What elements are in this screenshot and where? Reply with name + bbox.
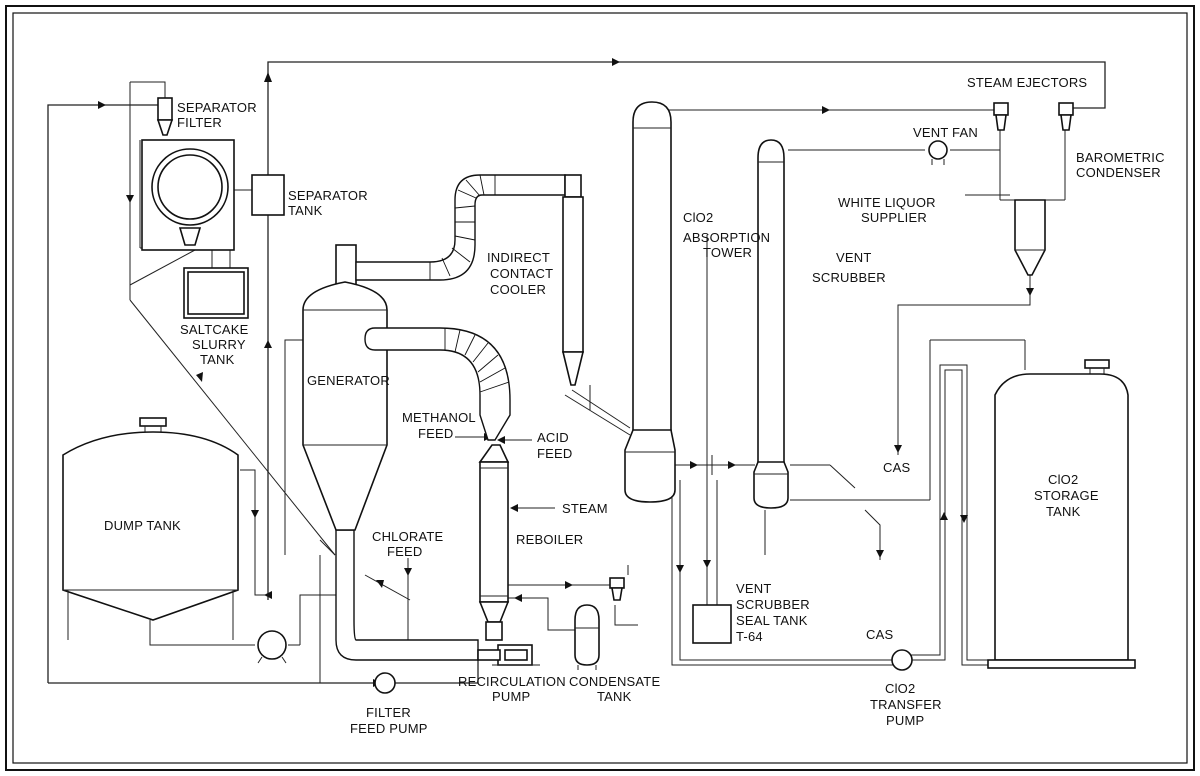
separator-filter-label-1: SEPARATOR bbox=[177, 100, 257, 115]
condensate-ejector bbox=[609, 577, 625, 601]
separator-tank-label-2: TANK bbox=[288, 203, 323, 218]
methanol-feed-label-1: METHANOL bbox=[402, 410, 476, 425]
clo2-absorption-tower bbox=[624, 101, 676, 503]
clo2-storage-tank-label-3: TANK bbox=[1046, 504, 1081, 519]
chlorate-feed-label-1: CHLORATE bbox=[372, 529, 444, 544]
barometric-condenser-label-2: CONDENSER bbox=[1076, 165, 1161, 180]
barometric-condenser-label-1: BAROMETRIC bbox=[1076, 150, 1165, 165]
steam-ejectors-label: STEAM EJECTORS bbox=[967, 75, 1087, 90]
vent-fan bbox=[928, 140, 948, 165]
seal-tank-label-4: T-64 bbox=[736, 629, 763, 644]
seal-tank-label-1: VENT bbox=[736, 581, 771, 596]
dump-tank-pump bbox=[257, 630, 287, 664]
filter-feed-pump-label-2: FEED PUMP bbox=[350, 721, 428, 736]
diagram-labels: STEAM EJECTORS SEPARATOR FILTER SEPARATO… bbox=[104, 75, 1165, 736]
clo2-transfer-pump bbox=[891, 649, 913, 671]
acid-feed-label-1: ACID bbox=[537, 430, 569, 445]
separator-tank bbox=[251, 174, 285, 216]
vent-fan-label: VENT FAN bbox=[913, 125, 978, 140]
clo2-storage-tank bbox=[987, 359, 1136, 669]
separator-filter bbox=[141, 97, 235, 251]
vent-scrubber-label-2: SCRUBBER bbox=[812, 270, 886, 285]
reboiler bbox=[478, 444, 510, 641]
vent-scrubber-seal-tank bbox=[692, 604, 732, 644]
chlorate-feed-label-2: FEED bbox=[387, 544, 422, 559]
cas-label-lower: CAS bbox=[866, 627, 893, 642]
acid-feed-label-2: FEED bbox=[537, 446, 572, 461]
seal-tank-label-3: SEAL TANK bbox=[736, 613, 808, 628]
steam-label: STEAM bbox=[562, 501, 608, 516]
border-frame bbox=[5, 5, 1195, 771]
clo2-absorption-tower-label-1: ClO2 bbox=[683, 210, 713, 225]
indirect-contact-cooler-label-3: COOLER bbox=[490, 282, 546, 297]
filter-feed-pump-label-1: FILTER bbox=[366, 705, 411, 720]
separator-tank-label-1: SEPARATOR bbox=[288, 188, 368, 203]
recirculation-pump bbox=[477, 644, 540, 666]
clo2-storage-tank-label-1: ClO2 bbox=[1048, 472, 1078, 487]
filter-feed-pump bbox=[374, 672, 396, 694]
saltcake-slurry-tank-label-2: SLURRY bbox=[192, 337, 246, 352]
white-liquor-supplier-label-1: WHITE LIQUOR bbox=[838, 195, 936, 210]
piping-lines bbox=[47, 58, 1106, 687]
clo2-absorption-tower-label-3: TOWER bbox=[703, 245, 752, 260]
steam-ejectors bbox=[993, 102, 1074, 131]
barometric-condenser bbox=[1014, 199, 1046, 276]
indirect-contact-cooler-label-2: CONTACT bbox=[490, 266, 553, 281]
dump-tank-label: DUMP TANK bbox=[104, 518, 181, 533]
indirect-contact-cooler-label-1: INDIRECT bbox=[487, 250, 550, 265]
separator-filter-label-2: FILTER bbox=[177, 115, 222, 130]
recirculation-pump-label-1: RECIRCULATION bbox=[458, 674, 566, 689]
cas-label-upper: CAS bbox=[883, 460, 910, 475]
white-liquor-supplier-label-2: SUPPLIER bbox=[861, 210, 927, 225]
condensate-tank-label-1: CONDENSATE bbox=[569, 674, 660, 689]
generator-label: GENERATOR bbox=[307, 373, 390, 388]
saltcake-slurry-tank-label-3: TANK bbox=[200, 352, 235, 367]
clo2-transfer-pump-label-3: PUMP bbox=[886, 713, 924, 728]
saltcake-slurry-tank bbox=[183, 267, 249, 319]
reboiler-label: REBOILER bbox=[516, 532, 583, 547]
condensate-tank bbox=[574, 604, 600, 670]
vent-scrubber-label-1: VENT bbox=[836, 250, 871, 265]
condensate-tank-label-2: TANK bbox=[597, 689, 632, 704]
seal-tank-label-2: SCRUBBER bbox=[736, 597, 810, 612]
recirculation-pump-label-2: PUMP bbox=[492, 689, 530, 704]
generator-reboiler-duct bbox=[364, 327, 511, 441]
saltcake-slurry-tank-label-1: SALTCAKE bbox=[180, 322, 249, 337]
dump-tank bbox=[62, 417, 239, 640]
indirect-contact-cooler bbox=[561, 196, 585, 386]
clo2-storage-tank-label-2: STORAGE bbox=[1034, 488, 1099, 503]
clo2-transfer-pump-label-2: TRANSFER bbox=[870, 697, 942, 712]
vent-scrubber bbox=[753, 139, 789, 509]
generator-cooler-duct bbox=[355, 174, 582, 281]
clo2-absorption-tower-label-2: ABSORPTION bbox=[683, 230, 770, 245]
clo2-transfer-pump-label-1: ClO2 bbox=[885, 681, 915, 696]
methanol-feed-label-2: FEED bbox=[418, 426, 453, 441]
